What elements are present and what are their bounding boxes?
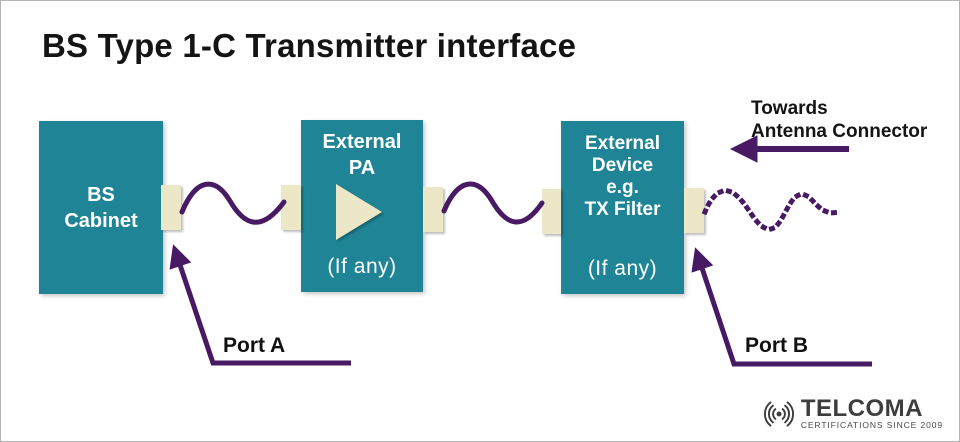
connector-bs-output [161, 185, 181, 230]
connector-device-output [684, 188, 704, 233]
box-label-line: PA [348, 157, 376, 179]
box-label-line: Cabinet [64, 209, 138, 232]
logo-text-block: TELCOMA CERTIFICATIONS SINCE 2009 [800, 395, 943, 431]
telcoma-logo: TELCOMA CERTIFICATIONS SINCE 2009 [761, 395, 943, 431]
signal-waves-icon [763, 401, 794, 427]
amplifier-triangle-icon [336, 184, 382, 240]
wave-cable-bs-to-pa [179, 181, 287, 225]
box-label-line: External [322, 131, 402, 153]
box-bs-cabinet-label: BS Cabinet [64, 182, 137, 234]
logo-wordmark: TELCOMA [800, 395, 923, 422]
box-external-device: External Device e.g. TX Filter (If any) [561, 121, 684, 294]
box-external-pa-note: (If any) [327, 255, 397, 278]
connector-pa-input [281, 185, 301, 230]
box-bs-cabinet: BS Cabinet [39, 121, 163, 294]
box-label-line: External [585, 133, 660, 154]
box-external-device-label: External Device e.g. TX Filter [561, 133, 684, 221]
towards-antenna-line2: Antenna Connector [751, 121, 928, 142]
logo-tagline: CERTIFICATIONS SINCE 2009 [800, 420, 943, 430]
box-label-line: e.g. [606, 177, 639, 198]
box-label-line: Device [591, 155, 654, 176]
wave-cable-pa-to-device [441, 181, 545, 225]
box-label-line: TX Filter [584, 199, 661, 220]
box-external-pa-label: External PA [301, 129, 423, 181]
connector-device-input [542, 189, 561, 234]
box-label-line: BS [87, 183, 115, 206]
towards-antenna-label: Towards Antenna Connector [751, 97, 927, 143]
port-a-label: Port A [223, 334, 286, 357]
dotted-cable-device-to-antenna [701, 188, 844, 232]
page-title: BS Type 1-C Transmitter interface [42, 27, 577, 64]
box-external-pa: External PA (If any) [301, 120, 423, 292]
connector-pa-output [423, 187, 443, 232]
towards-antenna-line1: Towards [751, 98, 828, 119]
box-external-device-note: (If any) [587, 257, 658, 280]
port-b-label: Port B [745, 334, 808, 357]
